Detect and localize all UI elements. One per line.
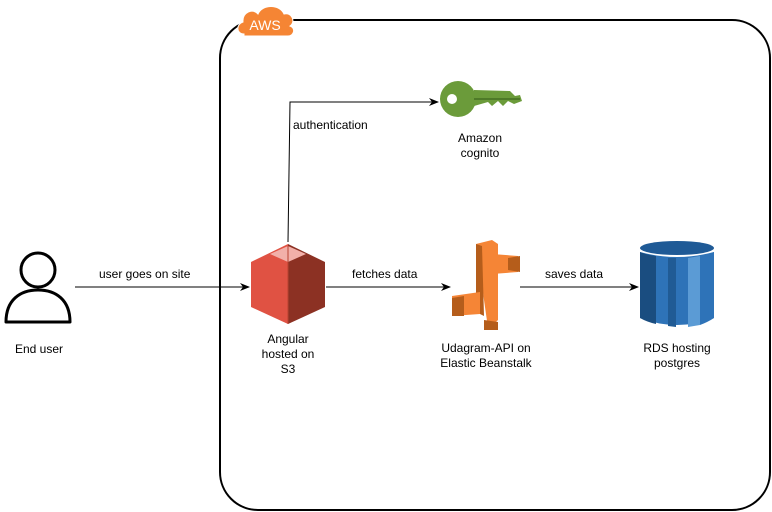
edge-label-authentication: authentication — [293, 118, 368, 132]
s3-label-line-1: Angular — [267, 332, 309, 346]
s3-node-label: Angular hosted on S3 — [238, 332, 338, 377]
rds-node-label: RDS hosting postgres — [627, 341, 727, 371]
s3-label-line-3: S3 — [280, 362, 296, 376]
cognito-node-label: Amazon cognito — [430, 131, 530, 161]
edge-label-saves-data: saves data — [545, 267, 604, 281]
edge-label-user-goes-on-site: user goes on site — [99, 267, 191, 281]
edge-label-fetches-data: fetches data — [352, 267, 418, 281]
beanstalk-label-line-2: Elastic Beanstalk — [440, 356, 532, 370]
aws-group-box — [219, 19, 771, 511]
user-icon — [4, 251, 72, 324]
s3-bucket-icon — [251, 244, 325, 324]
database-icon — [640, 241, 714, 327]
rds-label-line-1: RDS hosting — [643, 341, 711, 355]
cognito-label-line-2: cognito — [460, 146, 500, 160]
aws-cloud-icon: AWS — [237, 6, 295, 37]
end-user-label: End user — [14, 342, 64, 356]
aws-badge-text: AWS — [249, 17, 280, 33]
cognito-label-line-1: Amazon — [457, 131, 503, 145]
s3-label-line-2: hosted on — [261, 347, 315, 361]
edge-s3-to-cognito — [287, 98, 439, 243]
beanstalk-label-line-1: Udagram-API on — [441, 341, 531, 355]
rds-label-line-2: postgres — [653, 356, 701, 370]
beanstalk-icon — [452, 240, 520, 330]
beanstalk-node-label: Udagram-API on Elastic Beanstalk — [426, 341, 546, 371]
key-icon — [440, 81, 522, 117]
